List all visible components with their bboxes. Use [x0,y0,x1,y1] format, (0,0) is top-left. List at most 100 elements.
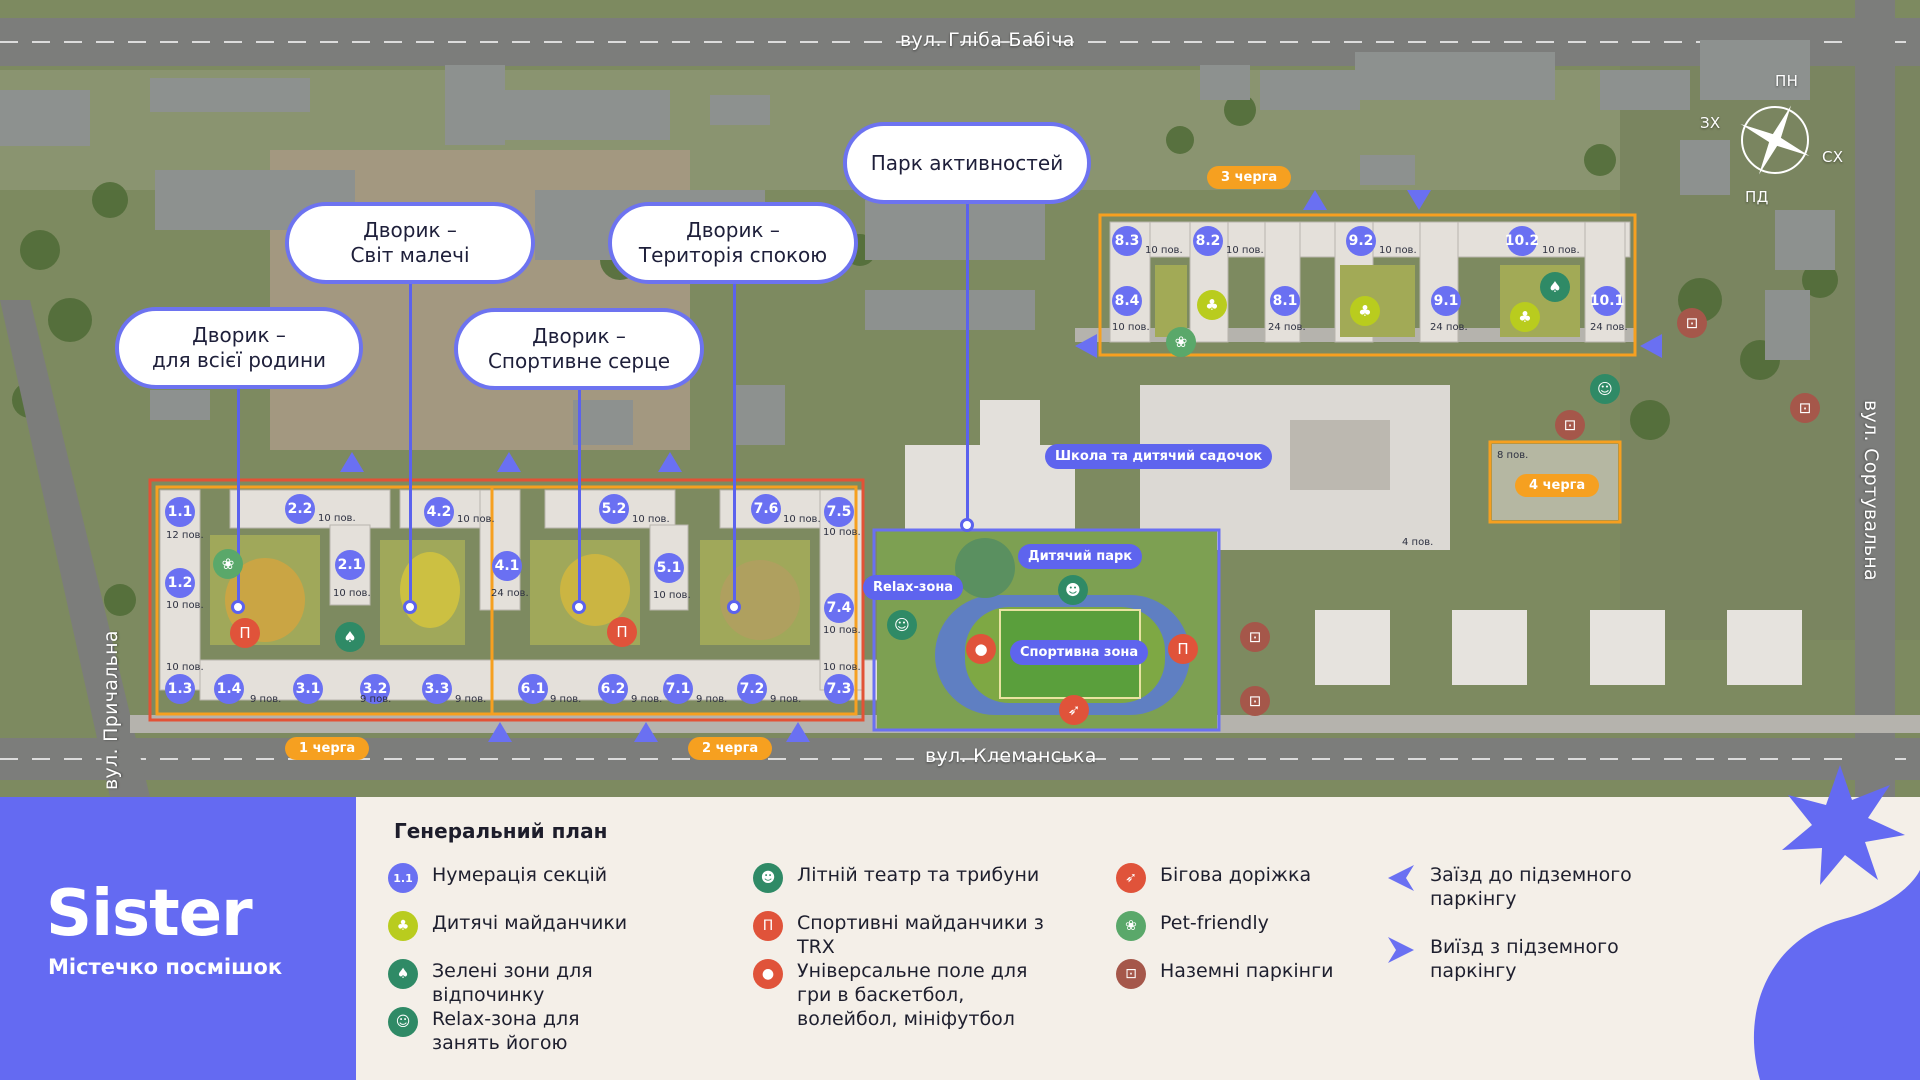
zone-kids-park-label: Дитячий парк [1018,544,1143,569]
section-floors: 9 пов. [770,694,802,705]
parking-entry-arrow-icon [634,722,658,742]
section-badge: 3.3 [422,674,452,704]
queue-4-label: 4 черга [1515,474,1600,497]
section-floors: 9 пов. [360,694,392,705]
callout-family-yard: Дворик – для всієї родини [115,307,363,389]
car-icon: ⊡ [1240,686,1270,716]
legend-item-label: Зелені зони для відпочинку [432,960,593,1006]
section-badge: 7.2 [737,674,767,704]
parking-entry-arrow-icon [1640,334,1662,358]
legend-item-label: Наземні паркінги [1160,960,1334,982]
runner-icon: ➶ [1059,695,1089,725]
section-floors: 10 пов. [1542,245,1580,256]
paw-icon: ❀ [1116,911,1146,941]
brand-panel: Sister Містечко посмішок [0,797,356,1080]
pin-dot-kids [403,600,417,614]
tree-icon: ♠ [335,622,365,652]
pin-dot-sport-heart [572,600,586,614]
ball-icon: ● [753,959,783,989]
trx-icon: Π [1168,634,1198,664]
brand-logo-title: Sister [46,877,253,951]
tree-icon: ♠ [1540,272,1570,302]
section-badge: 2.2 [285,494,315,524]
section-floors: 10 пов. [1226,245,1264,256]
legend-item-label: Виїзд з підземного паркінгу [1430,936,1619,982]
parking-exit-arrow-icon [1388,937,1414,963]
callout-calm-yard: Дворик – Територія спокою [608,202,858,284]
brand-subtitle: Містечко посмішок [48,955,283,979]
compass-north-label: ПН [1775,72,1799,90]
section-floors: 10 пов. [632,514,670,525]
pin-dot-family [231,600,245,614]
compass-west-label: ЗХ [1700,114,1721,132]
section-badge: 7.1 [663,674,693,704]
legend-title: Генеральний план [394,819,608,843]
decorative-brand-shape [1753,765,1920,1080]
section-floors: 10 пов. [653,590,691,601]
section-floors: 10 пов. [166,600,204,611]
legend-item-label: Бігова доріжка [1160,864,1312,886]
playground-icon: ♣ [1350,296,1380,326]
section-badge: 1.4 [214,674,244,704]
trx-icon: Π [607,617,637,647]
callout-kids-yard: Дворик – Світ малечі [285,202,535,284]
section-badge: 8.1 [1270,286,1300,316]
section-floors: 12 пов. [166,530,204,541]
queue-2-label: 2 черга [688,737,773,760]
ball-icon: ● [966,634,996,664]
compass-east-label: СХ [1822,148,1844,166]
zone-sport-label: Спортивна зона [1010,640,1149,665]
section-badge: 4.2 [424,497,454,527]
legend-item: ♠ Зелені зони для відпочинку [388,959,678,1007]
yoga-icon: ☺ [388,1007,418,1037]
parking-entry-arrow-icon [497,452,521,472]
parking-entry-arrow-icon [340,452,364,472]
legend-item: 1.1 Нумерація секцій [388,863,658,893]
legend-item-label: Універсальне поле для гри в баскетбол, в… [797,960,1028,1030]
section-badge: 1.2 [165,568,195,598]
legend-item-label: Нумерація секцій [432,864,608,886]
section-floors: 10 пов. [823,527,861,538]
yoga-icon: ☺ [887,610,917,640]
street-label-north: вул. Гліба Бабіча [900,29,1075,51]
section-badge: 5.1 [654,553,684,583]
parking-entry-arrow-icon [1075,334,1097,358]
zone-relax-label: Relax-зона [863,575,964,600]
parking-entry-arrow-icon [658,452,682,472]
legend-item: ☻ Літній театр та трибуни [753,863,1073,893]
section-badge: 1.3 [165,674,195,704]
section-badge: 5.2 [599,494,629,524]
legend-item-label: Літній театр та трибуни [797,864,1040,886]
legend-item: ☺ Relax-зона для занять йогою [388,1007,658,1055]
section-floors: 9 пов. [250,694,282,705]
section-floors: 24 пов. [491,588,529,599]
car-icon: ⊡ [1555,410,1585,440]
section-floors: 10 пов. [457,514,495,525]
section-floors: 10 пов. [333,588,371,599]
playground-icon: ♣ [388,911,418,941]
legend-item: ➶ Бігова доріжка [1116,863,1376,893]
pin-dot-park [960,518,974,532]
compass-rose [1735,100,1815,180]
street-label-south: вул. Клеманська [925,745,1097,767]
legend-item: ● Універсальне поле для гри в баскетбол,… [753,959,1053,1031]
queue-3-label: 3 черга [1207,166,1292,189]
legend-item-label: Заїзд до підземного паркінгу [1430,864,1632,910]
section-floors: 10 пов. [1112,322,1150,333]
section-badge: 4.1 [492,551,522,581]
section-floors: 10 пов. [1145,245,1183,256]
section-floors: 10 пов. [823,625,861,636]
section-floors: 9 пов. [631,694,663,705]
legend-item: Виїзд з підземного паркінгу [1386,935,1656,983]
section-floors: 24 пов. [1430,322,1468,333]
section-badge: 2.1 [335,550,365,580]
section-floors: 10 пов. [318,513,356,524]
callout-sport-heart-yard: Дворик – Спортивне серце [454,308,704,390]
pin-line-calm [733,280,736,600]
queue-1-label: 1 черга [285,737,370,760]
section-floors: 10 пов. [166,662,204,673]
pin-line-sport-heart [578,385,581,600]
legend-item: ❀ Pet-friendly [1116,911,1376,941]
runner-icon: ➶ [1116,863,1146,893]
section-floors: 10 пов. [1379,245,1417,256]
